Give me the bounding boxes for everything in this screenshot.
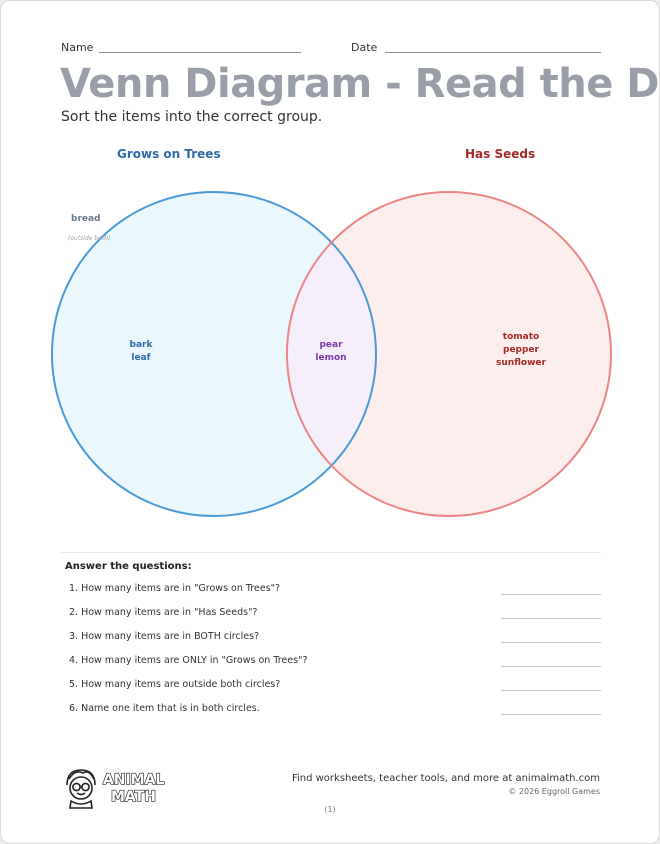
kid-mascot-icon (66, 769, 96, 809)
question-6: 6. Name one item that is in both circles… (69, 703, 260, 714)
intersection-item: pear (319, 340, 343, 350)
answer-line-4[interactable] (501, 666, 601, 667)
question-3: 3. How many items are in BOTH circles? (69, 631, 260, 642)
question-2: 2. How many items are in "Has Seeds"? (69, 607, 258, 618)
question-5: 5. How many items are outside both circl… (69, 679, 281, 690)
question-1: 1. How many items are in "Grows on Trees… (69, 583, 281, 594)
name-label: Name (61, 41, 94, 54)
animal-math-logo: ANIMAL MATH (66, 769, 165, 809)
intersection-item: lemon (315, 353, 346, 363)
questions-heading: Answer the questions: (65, 561, 192, 572)
left-item: leaf (131, 353, 150, 363)
answer-line-5[interactable] (501, 690, 601, 691)
left-circle (51, 191, 377, 517)
date-field-line[interactable] (385, 52, 601, 53)
answer-line-3[interactable] (501, 642, 601, 643)
page-title: Venn Diagram - Read the Diag (60, 61, 660, 107)
venn-diagram: bread (outside both) bark leaf pear lemo… (51, 191, 612, 517)
right-set-label: Has Seeds (465, 147, 536, 161)
name-field-line[interactable] (99, 52, 301, 53)
answer-line-1[interactable] (501, 594, 601, 595)
left-circle-fill (52, 192, 376, 516)
section-divider (61, 552, 601, 553)
left-set-label: Grows on Trees (117, 147, 221, 161)
left-item: bark (130, 340, 154, 350)
page-number: (1) (324, 805, 336, 814)
page-subtitle: Sort the items into the correct group. (61, 109, 323, 125)
outside-note: (outside both) (68, 235, 110, 242)
right-item: tomato (503, 332, 539, 342)
question-4: 4. How many items are ONLY in "Grows on … (69, 655, 308, 666)
answer-line-2[interactable] (501, 618, 601, 619)
footer-copyright: © 2026 Eggroll Games (508, 787, 600, 796)
logo-text-animal: ANIMAL (103, 772, 165, 788)
footer-tagline: Find worksheets, teacher tools, and more… (291, 773, 600, 784)
right-item: sunflower (496, 358, 546, 368)
right-circle-fill (287, 192, 611, 516)
right-circle (286, 191, 612, 517)
answer-line-6[interactable] (501, 714, 601, 715)
logo-text-math: MATH (111, 789, 156, 805)
right-item: pepper (503, 345, 540, 355)
date-label: Date (351, 41, 378, 54)
outside-item: bread (71, 214, 101, 224)
